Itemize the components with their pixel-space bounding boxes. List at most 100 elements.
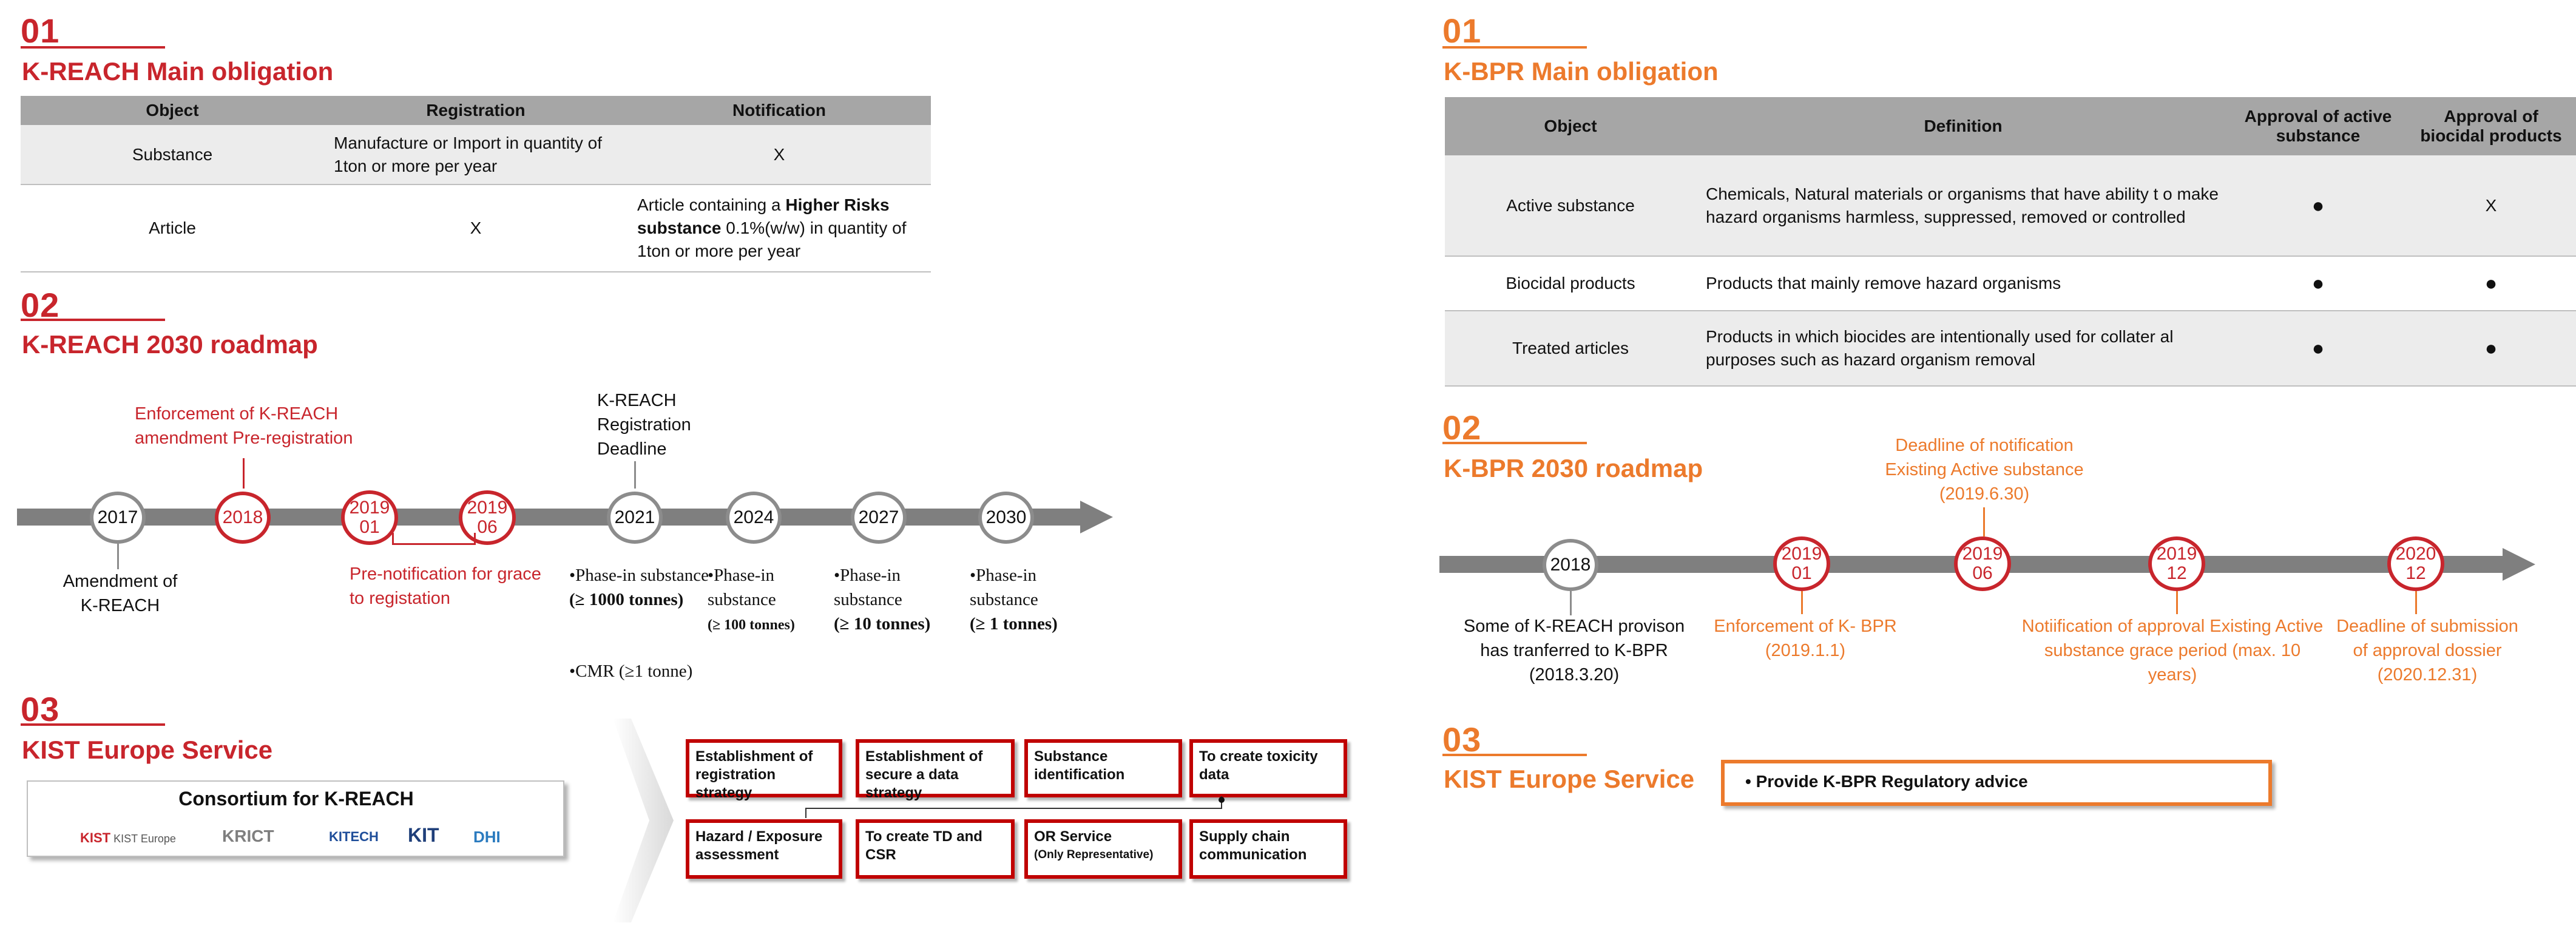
timeline-node-2019-01: 2019 01 [1773, 536, 1830, 591]
phase-in-2021: •Phase-in substance (≥ 1000 tonnes) [569, 563, 715, 612]
cell-approval-biocidal: ● [2406, 311, 2576, 387]
service-hazard-exposure: Hazard / Exposure assessment [686, 819, 842, 879]
timeline-node-2024: 2024 [726, 492, 782, 544]
section-title-kist-service: KIST Europe Service [22, 736, 273, 764]
service-supply-chain: Supply chain communication [1189, 819, 1347, 879]
cmr-note: •CMR (≥1 tonne) [569, 661, 693, 681]
phase-in-text: •Phase-in substance [834, 566, 902, 609]
cell-registration: Manufacture or Import in quantity of 1to… [324, 125, 627, 185]
timeline-node-2017: 2017 [90, 492, 146, 544]
connector [243, 458, 245, 489]
service-or: OR Service (Only Representative) [1024, 819, 1182, 879]
section-title-kreach-roadmap: K-REACH 2030 roadmap [22, 330, 318, 359]
phase-in-text: •Phase-in substance [708, 566, 776, 609]
phase-in-text: •Phase-in substance [569, 566, 709, 585]
timeline-node-2018: 2018 [215, 492, 271, 544]
connector [2415, 591, 2417, 614]
dhi-logo: DHI [473, 828, 501, 846]
service-connector [805, 796, 1225, 818]
kreach-obligation-table: Object Registration Notification Substan… [21, 96, 931, 272]
cell-approval-active: ● [2230, 155, 2406, 257]
connector [1570, 591, 1572, 615]
connector [634, 461, 636, 489]
phase-in-amount: (≥ 1 tonnes) [970, 614, 1058, 634]
kitech-logo: KITECH [329, 829, 379, 844]
cell-object: Article [21, 184, 324, 272]
section-title-kbpr-obligation: K-BPR Main obligation [1444, 57, 1719, 86]
phase-in-2030: •Phase-in substance (≥ 1 tonnes) [970, 563, 1097, 636]
milestone-text-2018: Some of K-REACH provison has tranferred … [1463, 617, 1685, 685]
cell-definition: Products in which biocides are intention… [1696, 311, 2230, 387]
cell-definition: Chemicals, Natural materials or organism… [1696, 155, 2230, 257]
timeline-node-2030: 2030 [978, 492, 1034, 544]
section-number-01: 01 [1442, 12, 1482, 50]
section-underline [1442, 754, 1587, 756]
section-underline [21, 319, 165, 321]
milestone-text-2020-12: Deadline of submission of approval dossi… [2336, 617, 2518, 685]
phase-in-text: •Phase-in substance [970, 566, 1038, 609]
phase-in-2024: •Phase-in substance (≥ 100 tonnes) [708, 563, 829, 637]
service-td-csr: To create TD and CSR [856, 819, 1015, 879]
timeline-arrowhead [1080, 501, 1113, 533]
kist-europe-logo: KIST KIST Europe [80, 830, 176, 845]
col-header-definition: Definition [1696, 97, 2230, 155]
service-substance-identification: Substance identification [1024, 739, 1182, 797]
milestone-text-2019: Pre-notification for grace to registatio… [350, 564, 541, 608]
col-header-approval-biocidal: Approval of biocidal products [2406, 97, 2576, 155]
milestone-text-2017: Amendment of K-REACH [63, 572, 178, 615]
service-toxicity-data: To create toxicity data [1189, 739, 1347, 797]
section-number-02: 02 [21, 286, 60, 324]
section-underline [1442, 442, 1587, 444]
service-arrow-shape [613, 719, 674, 922]
cell-object: Treated articles [1445, 311, 1696, 387]
phase-in-amount: (≥ 10 tonnes) [834, 614, 931, 634]
col-header-object: Object [21, 96, 324, 125]
cell-approval-active: ● [2230, 311, 2406, 387]
consortium-box: Consortium for K-REACH KIST KIST Europe … [27, 780, 564, 857]
col-header-notification: Notification [627, 96, 931, 125]
timeline-node-2021: 2021 [607, 492, 663, 544]
col-header-registration: Registration [324, 96, 627, 125]
cell-approval-biocidal: X [2406, 155, 2576, 257]
service-or-sub: (Only Representative) [1034, 848, 1154, 861]
table-row: Active substance Chemicals, Natural mate… [1445, 155, 2576, 257]
col-header-object: Object [1445, 97, 1696, 155]
cell-registration: X [324, 184, 627, 272]
timeline-node-2020-12: 2020 12 [2387, 536, 2444, 591]
table-row: Treated articles Products in which bioci… [1445, 311, 2576, 387]
section-title-kbpr-roadmap: K-BPR 2030 roadmap [1444, 454, 1703, 482]
timeline-arrowhead [2503, 548, 2535, 581]
grace-period-bracket [392, 533, 476, 545]
phase-in-2027: •Phase-in substance (≥ 10 tonnes) [834, 563, 961, 636]
service-registration-strategy: Establishment of registration strategy [686, 739, 842, 801]
col-header-approval-active: Approval of active substance [2230, 97, 2406, 155]
cell-object: Active substance [1445, 155, 1696, 257]
connector [117, 544, 119, 569]
table-row: Biocidal products Products that mainly r… [1445, 256, 2576, 311]
connector [2176, 591, 2178, 614]
service-or-label: OR Service [1034, 828, 1112, 845]
timeline-node-2027: 2027 [851, 492, 907, 544]
phase-in-amount: (≥ 1000 tonnes) [569, 590, 684, 609]
kbpr-obligation-table: Object Definition Approval of active sub… [1445, 97, 2576, 387]
section-number-03: 03 [1442, 720, 1482, 759]
phase-in-amount: (≥ 100 tonnes) [708, 617, 795, 633]
milestone-text-2018: Enforcement of K-REACH amendment Pre-reg… [135, 404, 353, 448]
kbpr-service-box: • Provide K-BPR Regulatory advice [1721, 760, 2272, 806]
section-title-kist-service: KIST Europe Service [1444, 765, 1695, 793]
service-data-strategy: Establishment of secure a data strategy [856, 739, 1015, 801]
cell-notification: Article containing a Higher Risks substa… [627, 184, 931, 272]
timeline-node-2019-01: 2019 01 [341, 490, 398, 545]
table-row: Substance Manufacture or Import in quant… [21, 125, 931, 185]
notification-text: Article containing a [637, 195, 786, 214]
section-title-kreach-obligation: K-REACH Main obligation [22, 57, 334, 86]
milestone-text-2019-01: Enforcement of K- BPR (2019.1.1) [1714, 617, 1897, 660]
milestone-text-2019-12: Notiification of approval Existing Activ… [2021, 617, 2324, 685]
section-number-02: 02 [1442, 408, 1482, 447]
timeline-node-2019-06: 2019 06 [1954, 536, 2011, 591]
connector [1983, 507, 1985, 536]
section-underline [21, 723, 165, 726]
milestone-text-2021: K-REACH Registration Deadline [597, 391, 691, 459]
cell-approval-active: ● [2230, 256, 2406, 311]
cell-object: Substance [21, 125, 324, 185]
